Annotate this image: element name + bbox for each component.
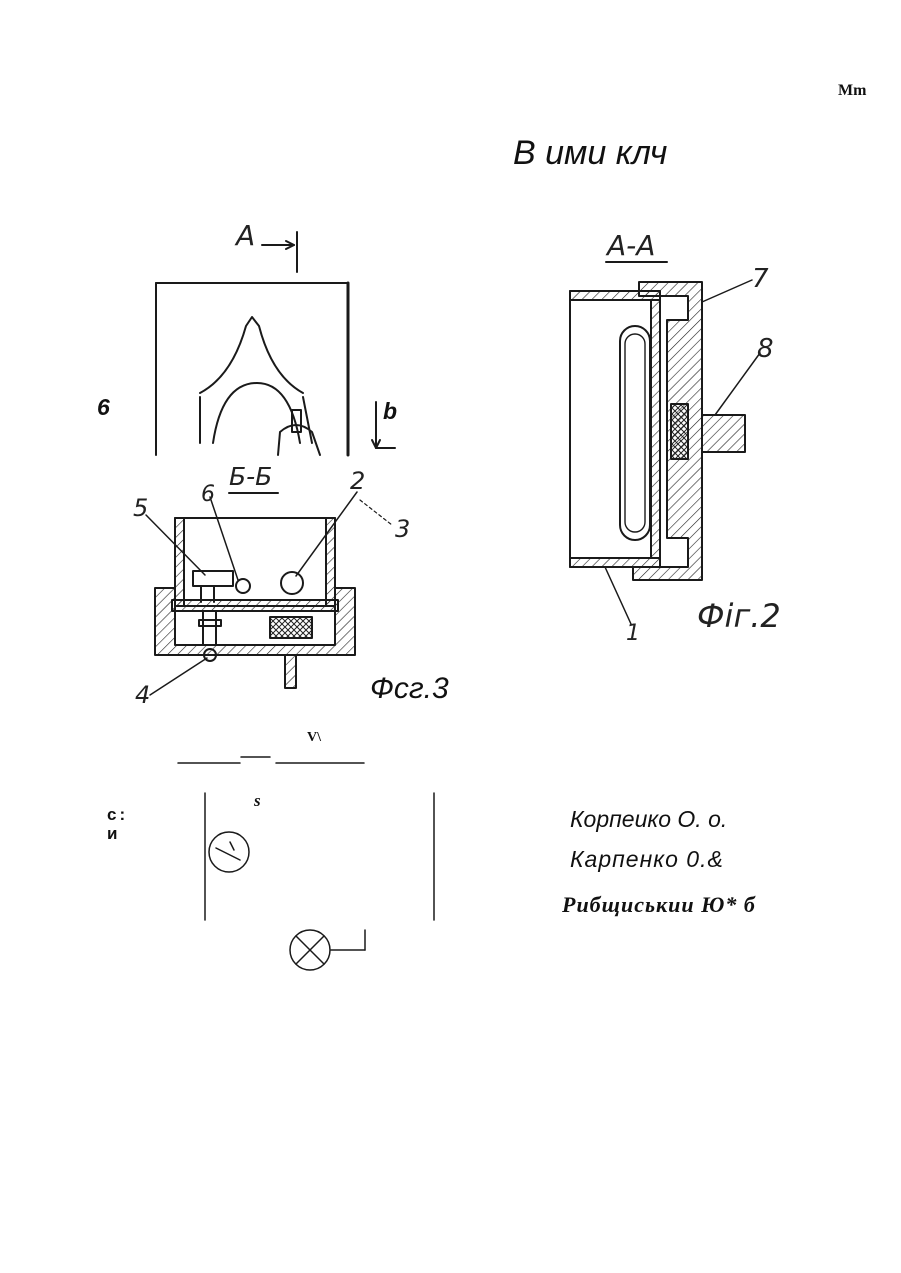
fig3-callout-6: 6 (201, 482, 215, 507)
fig3-upper-view (156, 232, 395, 455)
fig2-section-aa (570, 262, 760, 624)
fig3-section-bb (146, 492, 392, 695)
fig2-callout-1: 1 (626, 621, 640, 646)
fig3-callout-3: 3 (395, 515, 410, 543)
fig3-callout-2: 2 (350, 467, 365, 495)
fig3-section-bb-label: Б-Б (229, 462, 272, 491)
fig3-callout-4: 4 (135, 681, 150, 709)
fig2-callout-7: 7 (752, 264, 769, 294)
fig3-section-a-label: А (234, 219, 255, 252)
fig2-section-label: А-А (605, 229, 655, 262)
fig2-callout-8: 8 (757, 334, 774, 364)
schematic (178, 757, 434, 970)
fig2-caption: Фіг.2 (697, 597, 781, 635)
fig3-callout-5: 5 (133, 494, 148, 522)
